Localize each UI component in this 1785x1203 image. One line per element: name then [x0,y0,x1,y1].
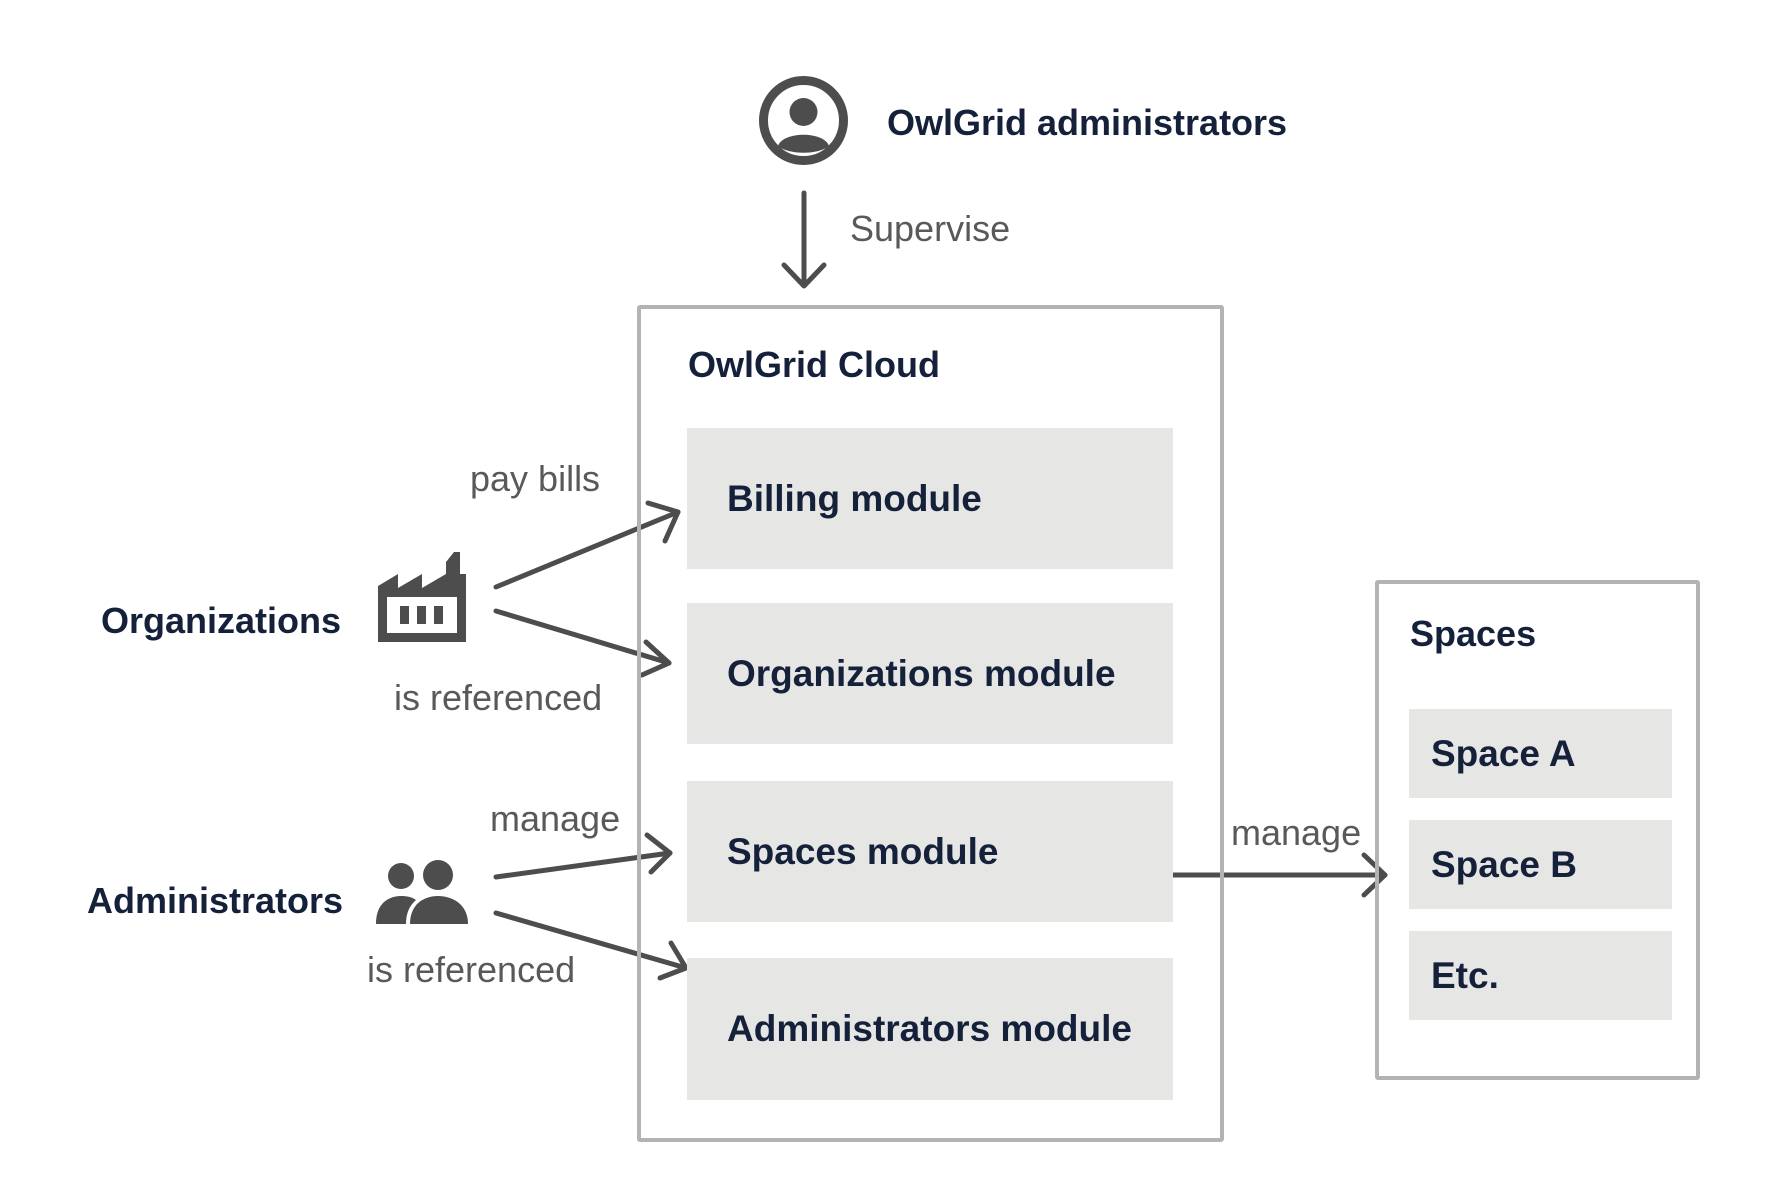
spaces-module: Spaces module [687,781,1173,922]
administrators-manage-label: manage [490,798,621,839]
space-item: Space A [1409,709,1672,798]
supervise-arrow [781,190,827,289]
owlgrid-cloud-title: OwlGrid Cloud [688,344,940,385]
pay-bills-label: pay bills [470,458,601,499]
spaces-manage-label: manage [1231,812,1362,853]
billing-module: Billing module [687,428,1173,569]
users-icon [374,860,470,924]
space-item: Space B [1409,820,1672,909]
administrators-module: Administrators module [687,958,1173,1100]
space-item-label: Space A [1431,732,1576,774]
organizations-label: Organizations [101,600,342,641]
supervise-label: Supervise [850,208,1011,249]
administrators-label: Administrators [87,880,344,921]
spaces-title: Spaces [1410,613,1537,654]
space-item: Etc. [1409,931,1672,1020]
spaces-container [1375,580,1700,1080]
organizations-is-referenced-label: is referenced [394,677,603,718]
spaces-module-label: Spaces module [727,830,999,872]
factory-icon [376,550,468,642]
owlgrid-cloud-container [637,305,1224,1142]
billing-module-label: Billing module [727,477,982,519]
administrators-is-referenced-label: is referenced [367,949,576,990]
organizations-module: Organizations module [687,603,1173,744]
administrators-module-label: Administrators module [727,1008,1132,1049]
space-item-label: Etc. [1431,954,1499,996]
organizations-module-label: Organizations module [727,652,1116,694]
owlgrid-administrators-label: OwlGrid administrators [887,102,1288,143]
space-item-label: Space B [1431,843,1578,885]
user-circle-icon [758,75,849,166]
